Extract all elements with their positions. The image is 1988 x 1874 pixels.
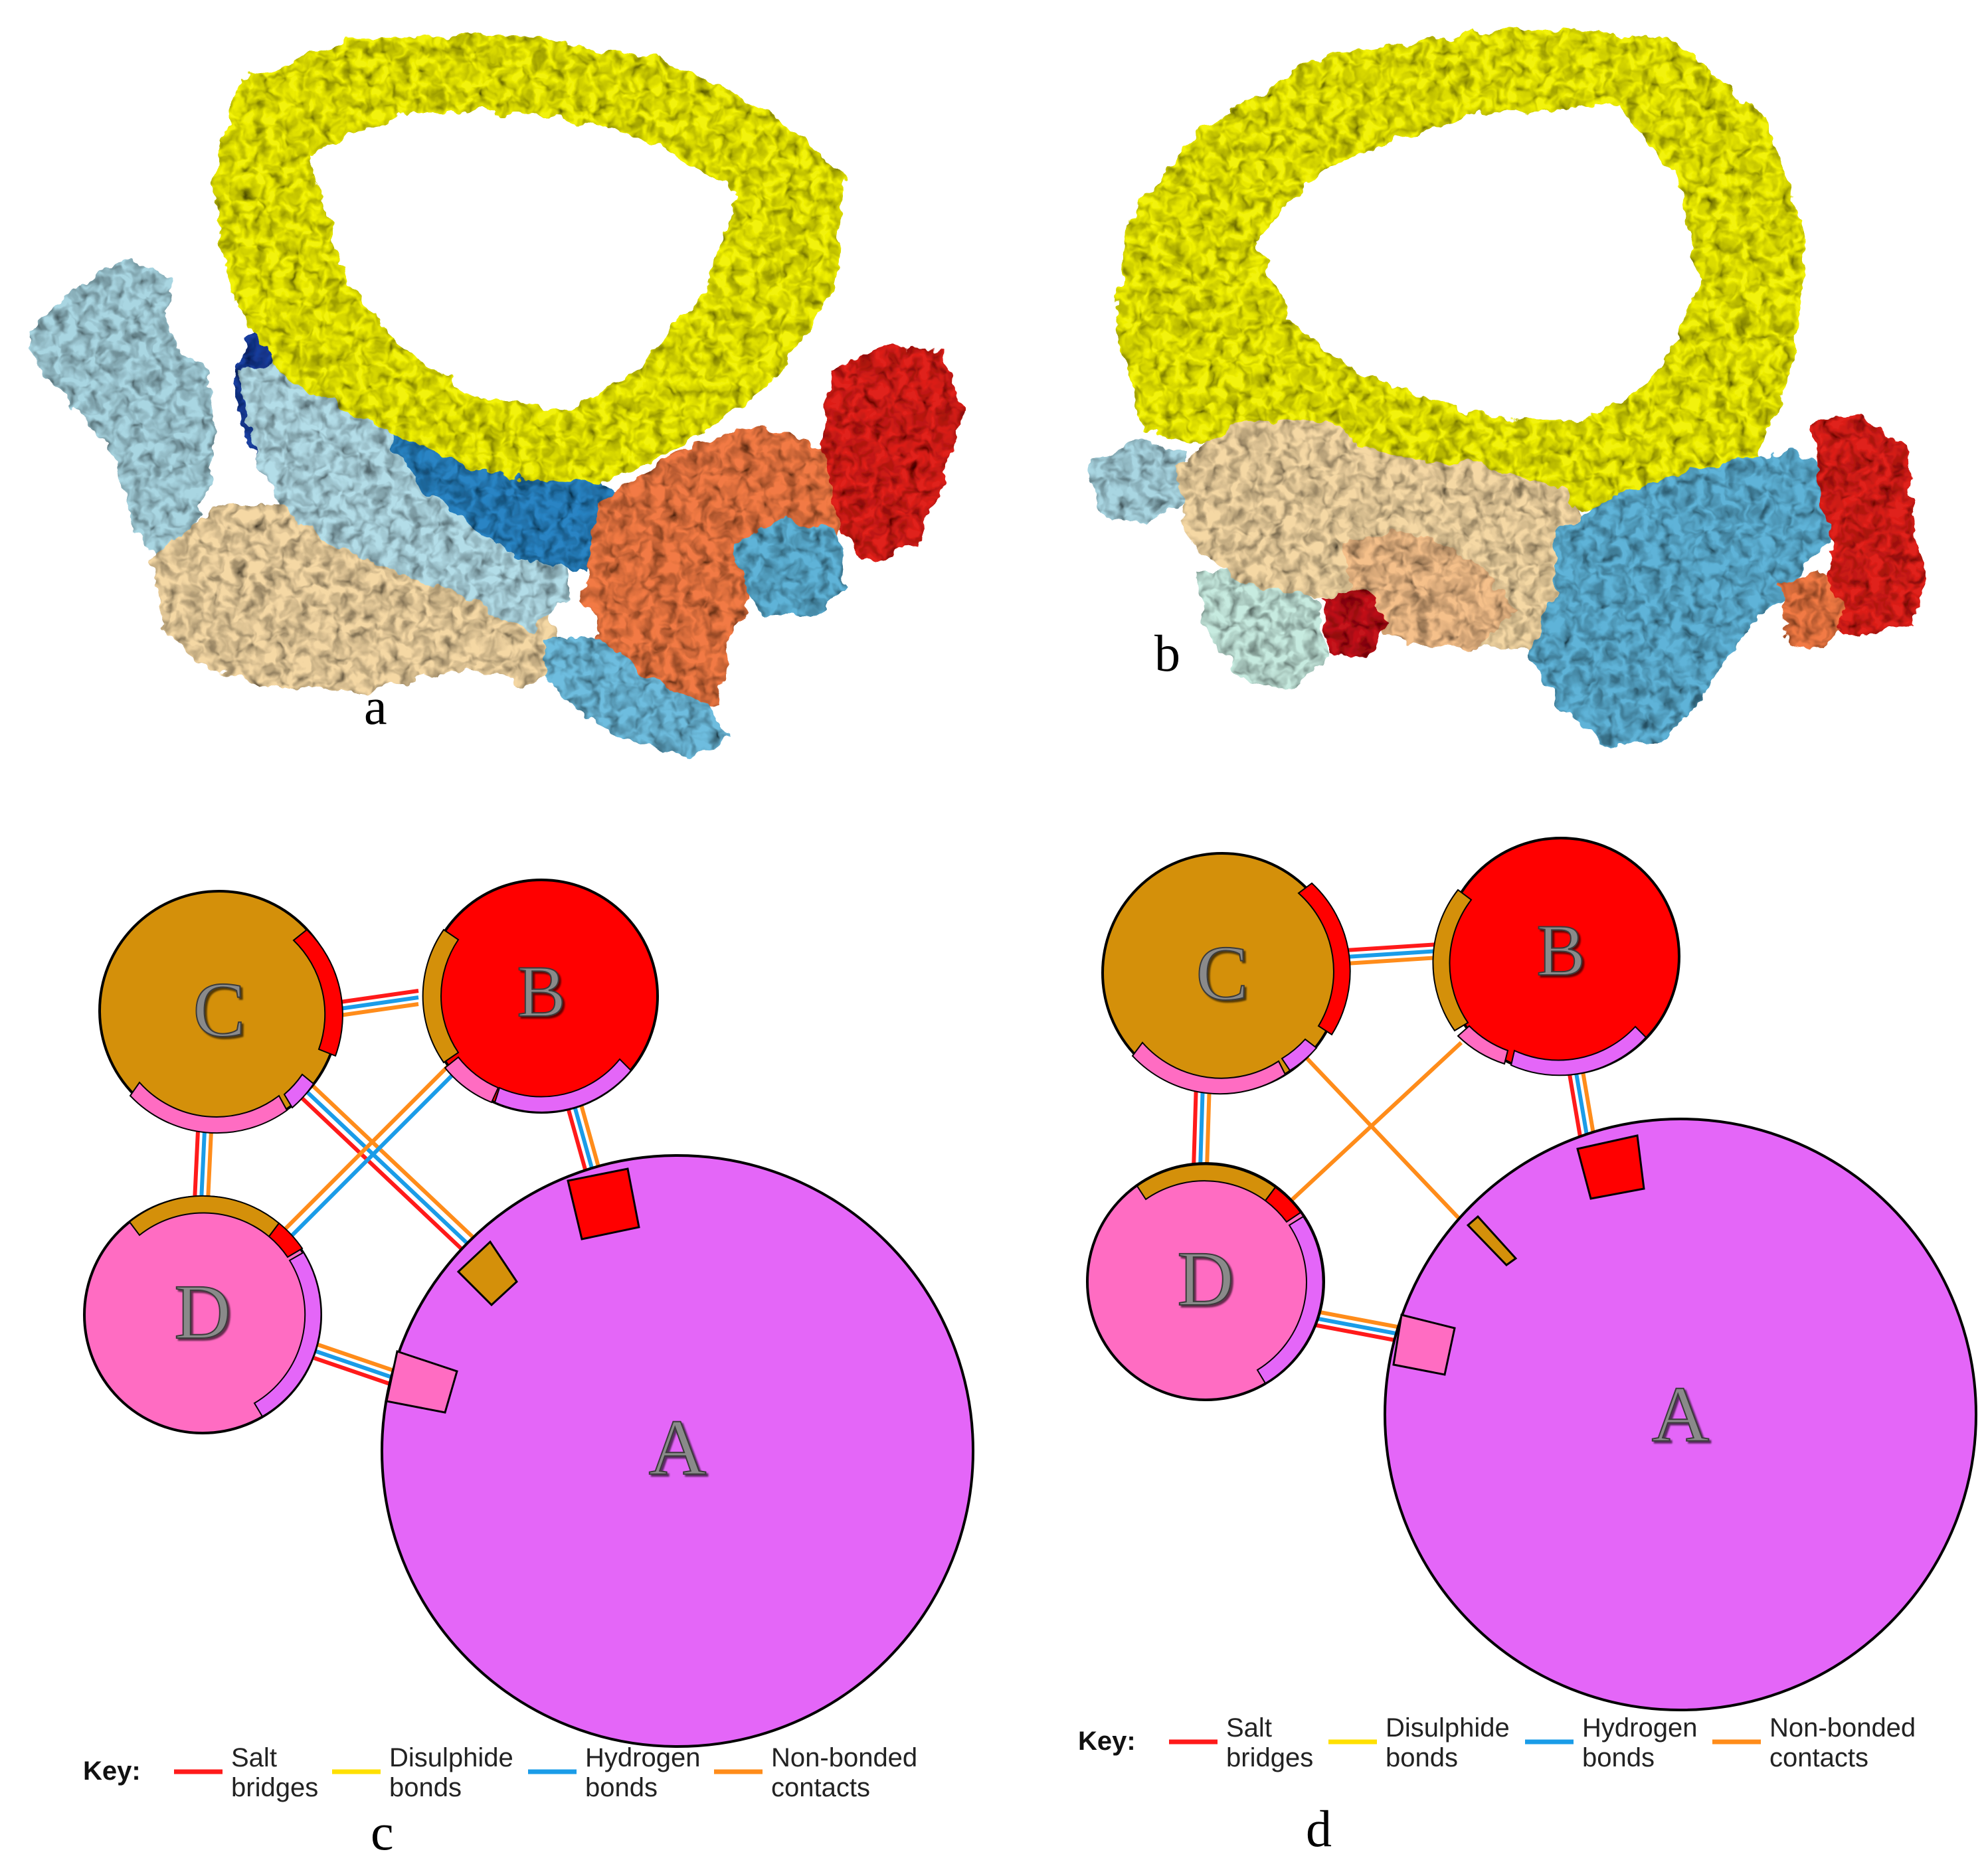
chain-d-rim-a bbox=[1256, 1215, 1324, 1385]
sky-blue-chain bbox=[731, 518, 850, 618]
chain-b-rim-d bbox=[1457, 1025, 1509, 1065]
chain-a-patch-d bbox=[385, 1350, 458, 1414]
non-bonded-line bbox=[1334, 956, 1439, 966]
non-bonded-line bbox=[269, 1059, 456, 1245]
chain-d-label: D bbox=[174, 1268, 230, 1355]
chain-c-rim-b bbox=[292, 928, 343, 1057]
chain-d-circle bbox=[1086, 1162, 1325, 1401]
hydrogen-bond-line bbox=[1314, 1316, 1403, 1337]
panel-b-structure bbox=[1089, 27, 1926, 744]
key-nonbonded-line2: contacts bbox=[771, 1773, 870, 1802]
salt-bridge-line bbox=[1334, 942, 1439, 953]
salt-bridge-line bbox=[335, 989, 419, 1005]
sky-blue-chain bbox=[1528, 452, 1833, 744]
panel-c-label: c bbox=[371, 1803, 394, 1861]
salt-bridge-line bbox=[287, 1084, 474, 1260]
red-chain bbox=[1807, 412, 1926, 638]
light-blue-chain bbox=[1089, 438, 1182, 525]
pale-blue-chain bbox=[239, 359, 571, 631]
hydrogen-bond-line bbox=[335, 995, 419, 1011]
chain-a-patch-c bbox=[1466, 1215, 1518, 1266]
chain-b-label: B bbox=[1536, 910, 1585, 991]
key-nonbonded-line2: contacts bbox=[1769, 1743, 1868, 1772]
hydrogen-bond-line bbox=[277, 1064, 464, 1250]
key-hydrogen-line2: bonds bbox=[1582, 1743, 1655, 1772]
key-salt-line2: bridges bbox=[1226, 1743, 1313, 1772]
lower-blue-chain bbox=[545, 638, 731, 757]
chain-b-rim-a bbox=[494, 1058, 632, 1113]
panel-a-structure bbox=[27, 33, 963, 757]
red-chain bbox=[824, 345, 963, 564]
ring-b bbox=[1116, 27, 1807, 518]
key-nonbonded-line1: Non-bonded bbox=[1769, 1713, 1916, 1743]
key-salt-line2: bridges bbox=[231, 1773, 318, 1802]
chain-a-circle bbox=[1384, 1118, 1977, 1711]
tan-chain bbox=[153, 505, 571, 691]
non-bonded-line bbox=[335, 1002, 419, 1018]
chain-a-label: A bbox=[649, 1403, 707, 1491]
key-hydrogen-line2: bonds bbox=[585, 1773, 658, 1802]
key-disulphide-line2: bonds bbox=[389, 1773, 462, 1802]
chain-b-label: B bbox=[517, 951, 565, 1032]
panel-c-diagram: A C B D bbox=[83, 879, 974, 1748]
chain-c-label: C bbox=[1196, 930, 1249, 1017]
panel-d-label: d bbox=[1306, 1800, 1332, 1857]
salt-bridge-line bbox=[314, 1356, 393, 1387]
key-disulphide-line2: bonds bbox=[1386, 1743, 1458, 1772]
light-blue-chain bbox=[27, 259, 219, 564]
chain-d-rim-b bbox=[268, 1222, 304, 1258]
chain-c-rim-b bbox=[1297, 882, 1351, 1036]
chain-a-patch-d bbox=[1392, 1314, 1456, 1376]
key-hydrogen-line1: Hydrogen bbox=[1582, 1713, 1697, 1743]
non-bonded-line bbox=[317, 1343, 397, 1373]
non-bonded-line bbox=[1273, 1041, 1463, 1217]
chain-a-patch-b bbox=[567, 1167, 640, 1240]
chain-c-label: C bbox=[193, 966, 246, 1053]
chain-b-rim-c bbox=[1432, 889, 1473, 1032]
salt-bridge-line bbox=[1313, 1323, 1402, 1343]
key-d: Key: Salt bridges Disulphide bonds Hydro… bbox=[1078, 1713, 1916, 1772]
chain-c-rim-d bbox=[129, 1081, 288, 1134]
hydrogen-bond-line bbox=[1334, 949, 1439, 960]
key-disulphide-line1: Disulphide bbox=[389, 1743, 513, 1772]
chain-a-circle bbox=[381, 1154, 974, 1748]
orange-chain bbox=[1780, 571, 1847, 651]
hydrogen-bond-line bbox=[294, 1079, 480, 1256]
panel-a-label: a bbox=[364, 677, 387, 735]
non-bonded-line bbox=[300, 1074, 487, 1250]
chain-b-rim-a bbox=[1510, 1025, 1647, 1076]
key-hydrogen-line1: Hydrogen bbox=[585, 1743, 700, 1772]
chain-d-label: D bbox=[1177, 1235, 1233, 1322]
chain-b-rim-c bbox=[422, 928, 460, 1064]
chain-b-rim-d bbox=[444, 1056, 499, 1104]
key-c: Key: Salt bridges Disulphide bonds Hydro… bbox=[83, 1743, 917, 1802]
chain-d-rim-b bbox=[1264, 1186, 1302, 1223]
chain-a-patch-b bbox=[1576, 1134, 1645, 1200]
panel-b-label: b bbox=[1154, 624, 1180, 682]
mint-chain bbox=[1196, 571, 1328, 691]
key-salt-line1: Salt bbox=[1226, 1713, 1272, 1743]
key-salt-line1: Salt bbox=[231, 1743, 277, 1772]
chain-c-rim-a bbox=[1281, 1038, 1318, 1072]
chain-a-label: A bbox=[1652, 1370, 1710, 1458]
orange-chain bbox=[585, 425, 850, 717]
chain-c-rim-a bbox=[283, 1073, 315, 1109]
key-title: Key: bbox=[83, 1756, 141, 1786]
panel-d-diagram: A C B D bbox=[1086, 837, 1977, 1711]
chain-d-rim-a bbox=[253, 1251, 322, 1418]
non-bonded-line bbox=[1316, 1310, 1405, 1330]
chain-a-patch-c bbox=[456, 1240, 518, 1307]
ring-a bbox=[213, 33, 844, 485]
non-bonded-line bbox=[1290, 1041, 1483, 1244]
hydrogen-bond-line bbox=[316, 1349, 395, 1380]
key-title: Key: bbox=[1078, 1727, 1136, 1756]
key-disulphide-line1: Disulphide bbox=[1386, 1713, 1510, 1743]
interface-lines bbox=[192, 989, 602, 1387]
chain-c-rim-d bbox=[1131, 1041, 1287, 1095]
key-nonbonded-line1: Non-bonded bbox=[771, 1743, 917, 1772]
dark-red-chain bbox=[1322, 591, 1388, 657]
